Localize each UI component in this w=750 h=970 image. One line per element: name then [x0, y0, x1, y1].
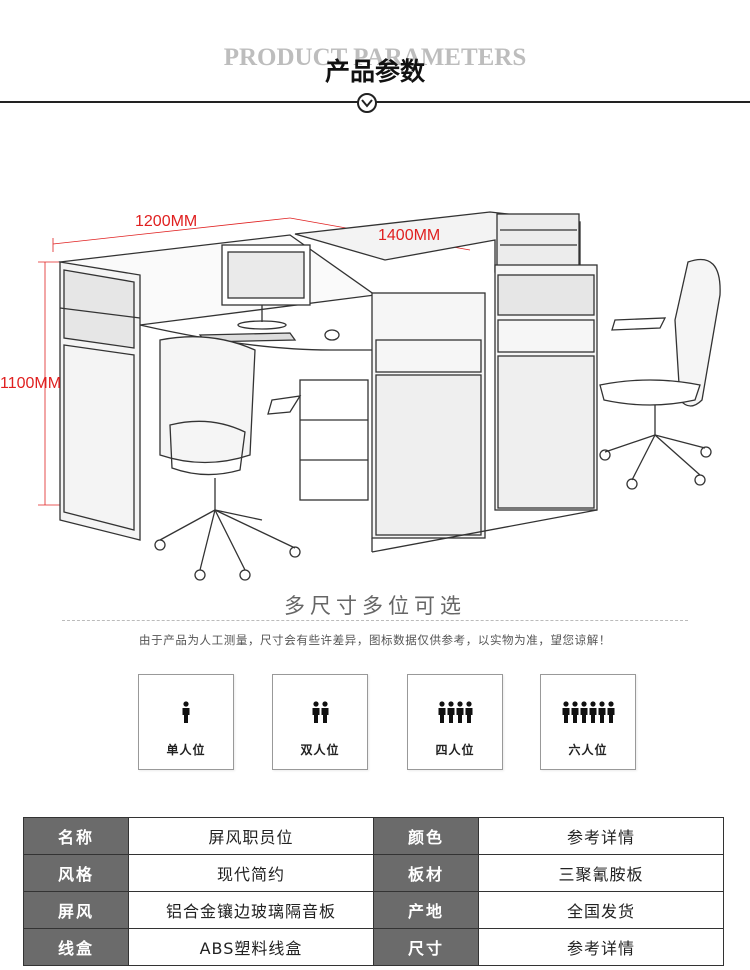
person-icon [438, 701, 445, 723]
header-title-cn: 产品参数 [324, 57, 425, 86]
person-icon-group [273, 701, 367, 725]
spec-key: 名称 [23, 817, 129, 855]
person-icon [312, 701, 319, 723]
spec-key: 屏风 [23, 891, 129, 929]
seat-option-1: 单人位 [138, 674, 234, 770]
person-icon [562, 701, 569, 723]
person-icon [456, 701, 463, 723]
spec-value: 参考详情 [478, 817, 724, 855]
person-icon [465, 701, 472, 723]
workstation-illustration: 1200MM 1400MM 1100MM [0, 211, 721, 581]
table-row: 线盒 ABS塑料线盒 尺寸 参考详情 [23, 928, 724, 966]
spec-value: ABS塑料线盒 [128, 928, 374, 966]
spec-key: 颜色 [373, 817, 479, 855]
seat-label: 六人位 [568, 743, 608, 757]
spec-key: 尺寸 [373, 928, 479, 966]
person-icon [589, 701, 596, 723]
measurement-note: 由于产品为人工测量，尺寸会有些许差异，图标数据仅供参考，以实物为准，望您谅解！ [139, 633, 611, 647]
person-icon-group [541, 701, 635, 725]
person-icon [580, 701, 587, 723]
seat-option-4: 四人位 [407, 674, 503, 770]
section-subtitle: 多尺寸多位可选 [284, 594, 466, 618]
spec-value: 全国发货 [478, 891, 724, 929]
table-row: 风格 现代简约 板材 三聚氰胺板 [23, 854, 724, 892]
chevron-down-circle-icon [357, 93, 377, 113]
person-icon [321, 701, 328, 723]
spec-value: 三聚氰胺板 [478, 854, 724, 892]
spec-value: 屏风职员位 [128, 817, 374, 855]
spec-table: 名称 屏风职员位 颜色 参考详情 风格 现代简约 板材 三聚氰胺板 屏风 铝合金… [23, 817, 724, 966]
dim-depth-label: 1400MM [378, 227, 440, 244]
person-icon-group [408, 701, 502, 725]
person-icon [182, 701, 190, 723]
person-icon-group [139, 701, 233, 725]
seat-label: 四人位 [435, 743, 475, 757]
spec-key: 板材 [373, 854, 479, 892]
spec-value: 参考详情 [478, 928, 724, 966]
seat-label: 双人位 [300, 743, 340, 757]
spec-value: 铝合金镶边玻璃隔音板 [128, 891, 374, 929]
dim-height-label: 1100MM [0, 375, 61, 392]
spec-key: 线盒 [23, 928, 129, 966]
person-icon [607, 701, 614, 723]
person-icon [571, 701, 578, 723]
spec-key: 产地 [373, 891, 479, 929]
seat-option-6: 六人位 [540, 674, 636, 770]
person-icon [598, 701, 605, 723]
table-row: 屏风 铝合金镶边玻璃隔音板 产地 全国发货 [23, 891, 724, 929]
dotted-divider [62, 620, 688, 621]
table-row: 名称 屏风职员位 颜色 参考详情 [23, 817, 724, 855]
spec-key: 风格 [23, 854, 129, 892]
spec-value: 现代简约 [128, 854, 374, 892]
seat-label: 单人位 [166, 743, 206, 757]
person-icon [447, 701, 454, 723]
header-title-en: PRODUCT PARAMETERS [223, 44, 527, 71]
dim-width-label: 1200MM [135, 213, 197, 230]
seat-option-2: 双人位 [272, 674, 368, 770]
